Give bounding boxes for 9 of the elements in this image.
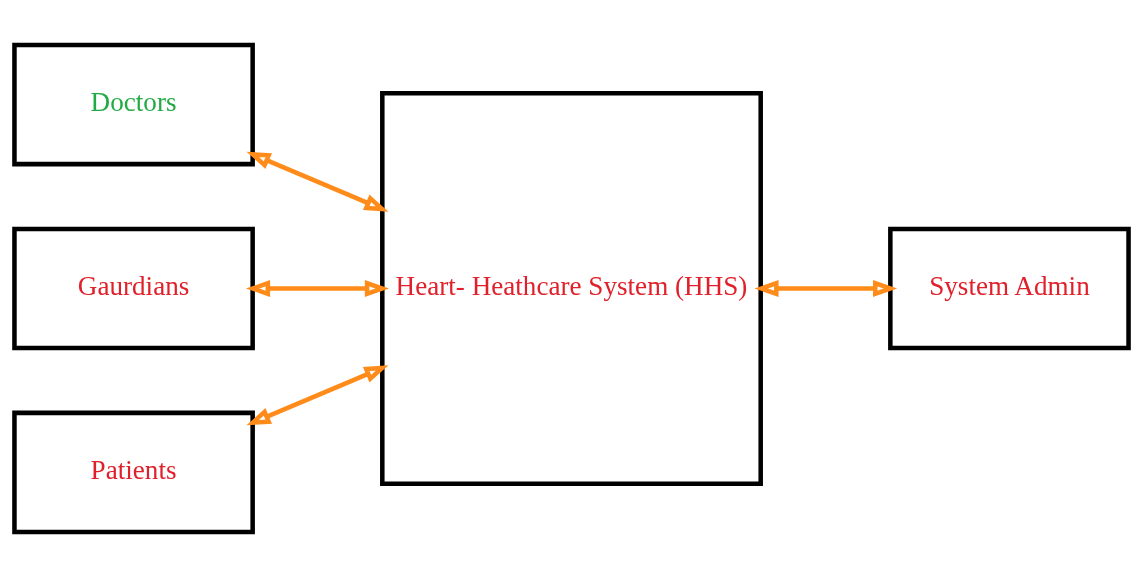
arrow: [246, 151, 389, 212]
node-box: Patients: [12, 410, 255, 534]
arrow: [246, 364, 389, 425]
node-box: Gaurdians: [12, 226, 255, 350]
node-box: Heart- Heathcare System (HHS): [380, 90, 763, 486]
arrow: [245, 279, 389, 297]
node-box: System Admin: [888, 226, 1131, 350]
arrow: [754, 279, 898, 297]
node-box: Doctors: [12, 42, 255, 166]
